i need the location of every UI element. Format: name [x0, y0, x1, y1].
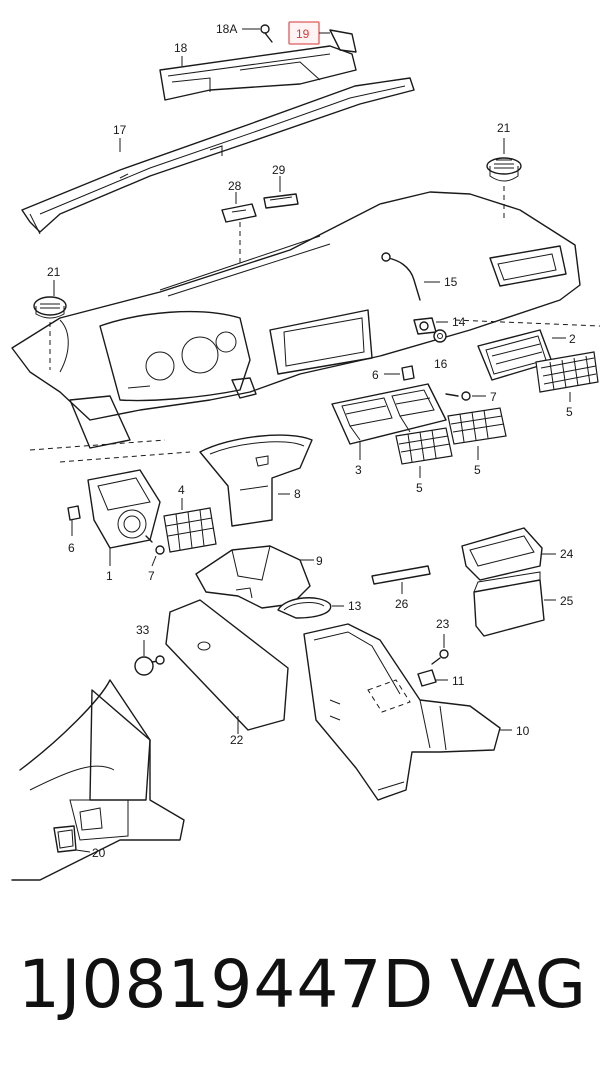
- callout-11: 11: [452, 674, 465, 688]
- callout-25: 25: [560, 594, 574, 608]
- part-5-grille-center-b: [447, 407, 507, 460]
- callout-29: 29: [272, 163, 286, 177]
- part-23-bolt: [431, 634, 449, 665]
- part-7-screw-center: [445, 391, 486, 401]
- part-9-lower-duct: [195, 545, 314, 609]
- callout-26: 26: [395, 597, 409, 611]
- part-21-round-vent-left: [33, 280, 67, 370]
- part-6-clip-left: [67, 505, 81, 536]
- callout-9: 9: [316, 554, 323, 568]
- part-3-center-vent: [331, 383, 447, 460]
- dashboard-body: [11, 191, 600, 463]
- part-28-sensor-bracket: [221, 192, 257, 266]
- part-18-upper-duct: [159, 29, 357, 101]
- brand-label: VAG: [449, 946, 586, 1023]
- part-5-grille-center-a: [395, 427, 453, 478]
- part-footer: 1J0819447D VAG: [0, 935, 600, 1035]
- callout-28: 28: [228, 179, 242, 193]
- exploded-parts-diagram: 18A 19 18 17 21 21 28 29 15 14 16 2 5 6 …: [11, 21, 600, 881]
- part-25-storage-tray: [473, 571, 556, 637]
- callout-20: 20: [92, 846, 106, 860]
- part-24-tray-insert: [461, 527, 556, 581]
- part-29-sensor-cover: [263, 176, 299, 209]
- part-17-defroster-trim: [21, 77, 415, 235]
- part-number: 1J0819447D: [18, 946, 435, 1023]
- callout-7-left: 7: [148, 569, 155, 583]
- callout-14: 14: [452, 315, 466, 329]
- part-11-bracket: [417, 669, 448, 687]
- callout-21-right: 21: [497, 121, 511, 135]
- callout-5-right: 5: [566, 405, 573, 419]
- callout-21-left: 21: [47, 265, 61, 279]
- callout-labels: 18A 19 18 17 21 21 28 29 15 14 16 2 5 6 …: [47, 21, 576, 860]
- part-22-lower-cover: [165, 599, 289, 734]
- part-20-side-vent-car-body: [11, 679, 185, 881]
- part-6-clip-center: [384, 365, 415, 381]
- callout-5-center-a: 5: [416, 481, 423, 495]
- part-26-trim-strip: [371, 565, 431, 594]
- callout-5-center-b: 5: [474, 463, 481, 477]
- callout-15: 15: [444, 275, 458, 289]
- callout-13: 13: [348, 599, 362, 613]
- callout-2: 2: [569, 332, 576, 346]
- callout-18: 18: [174, 41, 188, 55]
- callout-7-center: 7: [490, 390, 497, 404]
- part-33-clip: [134, 640, 165, 676]
- callout-19-highlight[interactable]: 19: [288, 21, 330, 45]
- callout-6-center: 6: [372, 368, 379, 382]
- part-4-grille-left: [163, 498, 217, 553]
- callout-23: 23: [436, 617, 450, 631]
- callout-22: 22: [230, 733, 244, 747]
- callout-16: 16: [434, 357, 448, 371]
- callout-33: 33: [136, 623, 150, 637]
- part-21-round-vent-right: [486, 138, 522, 218]
- callout-6-left: 6: [68, 541, 75, 555]
- callout-19: 19: [296, 27, 310, 41]
- callout-1: 1: [106, 569, 113, 583]
- part-8-center-duct: [199, 434, 313, 527]
- part-5-grille-right: [535, 351, 599, 402]
- callout-4: 4: [178, 483, 185, 497]
- part-18a-screw: [260, 24, 273, 43]
- part-13-seal-ring: [277, 597, 344, 619]
- callout-10: 10: [516, 724, 530, 738]
- callout-3: 3: [355, 463, 362, 477]
- part-1-left-vent: [87, 469, 161, 566]
- part-16-nut: [433, 329, 447, 343]
- callout-17: 17: [113, 123, 127, 137]
- callout-8: 8: [294, 487, 301, 501]
- part-15-hose: [381, 252, 440, 301]
- part-7-screw-left: [145, 535, 165, 567]
- callout-24: 24: [560, 547, 574, 561]
- callout-18a: 18A: [216, 22, 237, 36]
- part-10-floor-duct: [303, 623, 512, 801]
